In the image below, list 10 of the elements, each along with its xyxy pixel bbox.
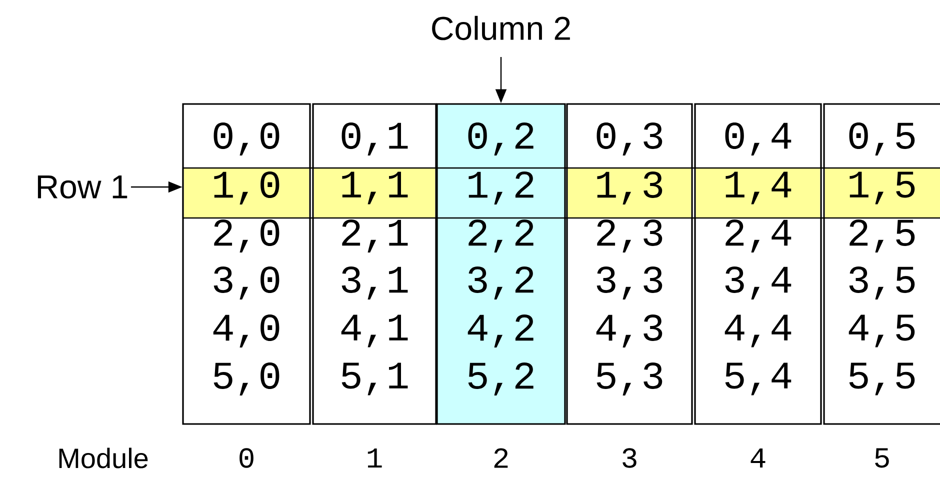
module-number: 4 (750, 448, 766, 468)
module-number: 1 (368, 448, 382, 468)
module-number: 2 (494, 448, 508, 468)
module-number: 3 (622, 448, 636, 468)
arrow-label: Column 2 (432, 16, 570, 40)
module-number: 5 (875, 448, 889, 468)
axis-title: Module (59, 448, 148, 468)
row-band: 1,0 1,1 1,2 1,3 1,4 1,5 (182, 167, 940, 219)
module-number: 0 (240, 448, 254, 468)
arrow-label: Row 1 (38, 175, 128, 199)
